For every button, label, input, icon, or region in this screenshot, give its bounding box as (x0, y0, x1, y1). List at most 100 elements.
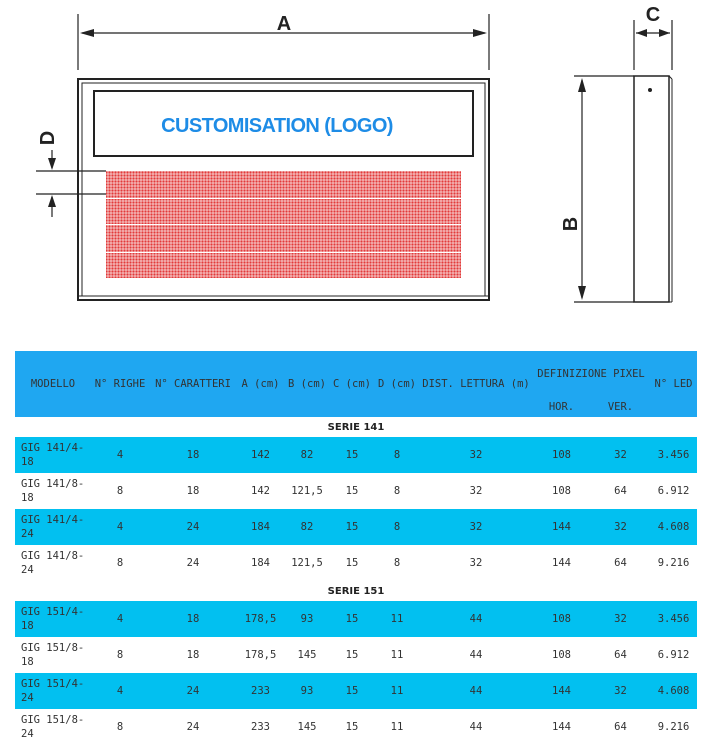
cell-a: 142 (251, 485, 270, 497)
cell-righe: 8 (116, 721, 124, 733)
cell-dist: 32 (469, 557, 483, 569)
cell-b: 121,5 (291, 557, 323, 569)
cell-hor: 144 (552, 557, 571, 569)
cell-c: 15 (345, 685, 359, 697)
cell-a: 233 (251, 721, 270, 733)
cell-righe: 8 (116, 649, 124, 661)
cell-hor: 108 (552, 485, 571, 497)
dimension-a-label: A (277, 13, 291, 35)
cell-ver: 32 (614, 521, 627, 533)
cell-a: 233 (251, 685, 270, 697)
cell-model: GIG 151/8-24 (21, 714, 85, 740)
cell-led: 9.216 (657, 557, 690, 569)
header-ver: VER. (607, 401, 634, 413)
cell-dist: 44 (469, 685, 483, 697)
header-caratteri: N° CARATTERI (155, 378, 231, 390)
cell-b: 82 (300, 521, 314, 533)
cell-b: 93 (300, 685, 314, 697)
cell-ver: 64 (614, 557, 627, 569)
cell-b: 121,5 (291, 485, 323, 497)
cell-ver: 32 (614, 685, 627, 697)
header-c: C (cm) (333, 378, 371, 390)
header-righe: N° RIGHE (94, 378, 146, 390)
dimension-b (574, 75, 634, 303)
cell-caratteri: 18 (186, 613, 200, 625)
cell-c: 15 (345, 521, 359, 533)
cell-caratteri: 24 (186, 721, 200, 733)
cell-righe: 4 (116, 613, 124, 625)
cell-dist: 32 (469, 521, 483, 533)
cell-c: 15 (345, 485, 359, 497)
cell-c: 15 (345, 449, 359, 461)
cell-model: GIG 151/8-18 (21, 642, 85, 668)
cell-ver: 64 (614, 721, 627, 733)
cell-d: 11 (390, 721, 404, 733)
cell-ver: 64 (614, 485, 627, 497)
cell-dist: 44 (469, 721, 483, 733)
cell-dist: 32 (469, 449, 483, 461)
display-front-view (77, 78, 490, 301)
header-d: D (cm) (378, 378, 416, 390)
cell-d: 11 (390, 685, 404, 697)
header-a: A (cm) (241, 378, 280, 390)
cell-c: 15 (345, 649, 359, 661)
cell-righe: 8 (116, 485, 124, 497)
cell-a: 142 (251, 449, 270, 461)
series-row: SERIE 141 (15, 417, 697, 437)
dimension-d (36, 150, 106, 217)
cell-caratteri: 24 (186, 521, 200, 533)
dimension-b-label: B (560, 217, 582, 231)
cell-hor: 144 (552, 521, 571, 533)
cell-c: 15 (345, 557, 359, 569)
cell-ver: 32 (614, 613, 627, 625)
cell-b: 93 (300, 613, 314, 625)
cell-b: 145 (297, 649, 317, 661)
cell-dist: 44 (469, 649, 483, 661)
dimension-d-label: D (37, 131, 59, 145)
cell-led: 4.608 (657, 521, 690, 533)
cell-hor: 108 (552, 613, 571, 625)
cell-a: 184 (251, 521, 270, 533)
led-panel (106, 171, 461, 278)
cell-hor: 144 (552, 685, 571, 697)
series-title: SERIE 151 (327, 585, 385, 597)
cell-caratteri: 18 (186, 649, 200, 661)
cell-led: 3.456 (657, 449, 690, 461)
cell-righe: 4 (116, 685, 124, 697)
table-header: MODELLO N° RIGHE N° CARATTERI A (cm) B (… (15, 351, 697, 417)
logo-text: CUSTOMISATION (LOGO) (161, 115, 393, 137)
cell-righe: 4 (116, 521, 124, 533)
cell-hor: 108 (552, 449, 571, 461)
cell-a: 178,5 (244, 649, 277, 661)
cell-led: 9.216 (657, 721, 690, 733)
cell-d: 8 (393, 521, 401, 533)
cell-led: 6.912 (657, 649, 690, 661)
display-side-view (633, 75, 673, 303)
cell-model: GIG 141/8-18 (21, 478, 85, 504)
technical-drawing: A CUSTOMISATION (LOGO) D C (36, 4, 673, 303)
series-row: SERIE 151 (15, 581, 697, 601)
cell-d: 8 (393, 485, 401, 497)
header-modello: MODELLO (30, 378, 76, 390)
cell-model: GIG 141/8-24 (21, 550, 85, 576)
cell-c: 15 (345, 613, 359, 625)
cell-led: 6.912 (657, 485, 690, 497)
header-definizione: DEFINIZIONE PIXEL (537, 368, 645, 380)
cell-model: GIG 151/4-24 (21, 678, 85, 704)
header-b: B (cm) (288, 378, 326, 390)
cell-a: 184 (251, 557, 270, 569)
cell-a: 178,5 (244, 613, 277, 625)
cell-hor: 144 (552, 721, 571, 733)
cell-ver: 64 (614, 649, 627, 661)
cell-caratteri: 24 (186, 557, 200, 569)
cell-dist: 44 (469, 613, 483, 625)
cell-led: 4.608 (657, 685, 690, 697)
spec-table: MODELLO N° RIGHE N° CARATTERI A (cm) B (… (15, 351, 697, 745)
